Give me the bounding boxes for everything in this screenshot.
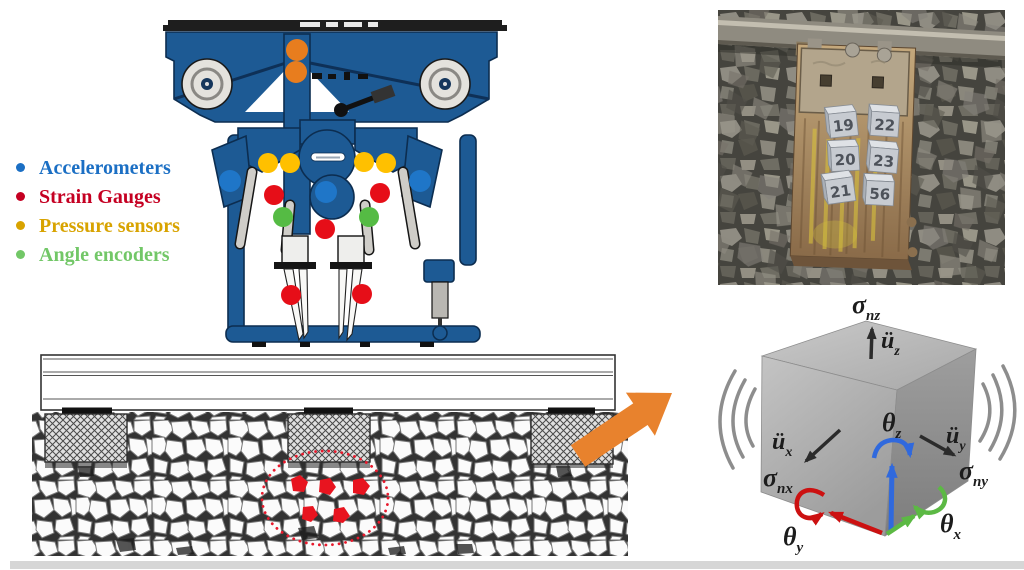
label-sigma-ny: σny (959, 456, 988, 490)
sensor-dot-pressure (376, 153, 396, 173)
label-u-x: üx (772, 429, 792, 460)
label-theta-x: θx (940, 509, 962, 543)
sensor-dot-accelerometer (315, 181, 337, 203)
subgrade-strip (10, 561, 1024, 569)
tamping-machine-illustration (163, 20, 507, 347)
track-cross-section-drawing (32, 354, 628, 556)
photo-sensor-cubes: 19 22 20 23 (820, 103, 901, 207)
sensor-dot-angle-encoder (273, 207, 293, 227)
label-u-z: üz (881, 328, 900, 359)
hydraulic-cylinder (423, 259, 455, 341)
x-axis-arrow (885, 514, 917, 536)
smart-rock (353, 478, 370, 495)
sleeper-section (287, 413, 371, 463)
theta-x-rotation-arc (912, 485, 948, 520)
sensor-cube-23: 23 (865, 139, 900, 174)
legend-item-pressure-sensors: Pressure sensors (16, 211, 180, 240)
legend-bullet-strain-gauges (16, 192, 25, 201)
rail-pad (548, 407, 595, 417)
sensor-dot-strain-gauge (281, 285, 301, 305)
cube-label: 56 (869, 185, 891, 204)
u-y-arrow (919, 434, 957, 457)
zoom-arrow-shape (570, 392, 672, 467)
machine-wheel-right (419, 58, 471, 110)
sensor-dot-pressure (280, 153, 300, 173)
legend-item-strain-gauges: Strain Gauges (16, 182, 180, 211)
sensor-cube-19: 19 (823, 104, 859, 139)
sensor-legend: Accelerometers Strain Gauges Pressure se… (16, 153, 180, 269)
theta-y-rotation-arc (794, 488, 826, 526)
instrumented-zone-ellipse (260, 449, 390, 547)
machine-sensor-dots (219, 39, 431, 305)
sensor-dot-strain-gauge (315, 219, 335, 239)
ballast-shadows (78, 466, 572, 555)
cube-label: 19 (832, 116, 855, 136)
sensor-cube-21: 21 (820, 169, 857, 205)
smart-rock-cube-diagram: σnz üz üx σnx üy σny θz θy θx (718, 290, 1017, 556)
sensor-cube-20: 20 (826, 138, 861, 172)
label-theta-y: θy (783, 522, 804, 556)
sigma-nz-arrow (866, 326, 877, 360)
smart-rock-sensors (291, 475, 370, 523)
legend-label-strain-gauges: Strain Gauges (39, 185, 161, 208)
sensor-dot-accelerometer (409, 170, 431, 192)
vibration-waves-left (718, 369, 757, 470)
sensor-dot-strain-gauge (264, 185, 284, 205)
label-u-y: üy (946, 423, 966, 454)
legend-label-accelerometers: Accelerometers (39, 156, 171, 179)
body-cutout-left (245, 66, 289, 112)
sensor-dot-orange (286, 39, 308, 61)
legend-item-accelerometers: Accelerometers (16, 153, 180, 182)
field-photo: 19 22 20 23 (718, 10, 1005, 285)
smart-rock (291, 475, 308, 492)
smart-rock (302, 506, 318, 522)
label-theta-z: θz (882, 408, 902, 442)
sensor-dot-angle-encoder (359, 207, 379, 227)
legend-bullet-pressure-sensors (16, 221, 25, 230)
legend-label-pressure-sensors: Pressure sensors (39, 214, 180, 237)
cube-label: 23 (872, 151, 894, 171)
sensor-dot-pressure (354, 152, 374, 172)
cube-label: 20 (834, 150, 856, 169)
label-sigma-nz: σnz (852, 290, 880, 324)
machine-wheel-left (181, 58, 233, 110)
rail-drawing (40, 354, 616, 411)
u-x-arrow (803, 428, 842, 463)
zoom-arrow (570, 392, 672, 467)
machine-roof (163, 20, 507, 31)
legend-label-angle-encoders: Angle encoders (39, 243, 170, 266)
sensor-cube-22: 22 (867, 103, 901, 138)
legend-bullet-angle-encoders (16, 250, 25, 259)
sensor-cube-56: 56 (862, 172, 896, 207)
photo-base-plate (798, 38, 911, 117)
sensor-dot-pressure (258, 153, 278, 173)
y-axis-arrow (828, 510, 883, 536)
photo-bolt (906, 217, 917, 228)
sensor-dot-accelerometer (219, 170, 241, 192)
smart-rock (319, 478, 336, 495)
cube-label: 22 (874, 115, 896, 134)
smart-rock (333, 507, 350, 523)
cube-label: 21 (829, 181, 852, 202)
vibration-waves-right (978, 364, 1017, 461)
theta-z-rotation-arc (871, 437, 915, 459)
sleeper-section (44, 413, 128, 463)
rail-pad (62, 407, 112, 417)
photo-bolt (907, 247, 918, 258)
rail-pad (304, 407, 353, 417)
sensor-dot-strain-gauge (370, 183, 390, 203)
sensor-dot-strain-gauge (352, 284, 372, 304)
z-axis-arrow (885, 462, 898, 532)
label-sigma-nx: σnx (763, 463, 793, 497)
legend-item-angle-encoders: Angle encoders (16, 240, 180, 269)
legend-bullet-accelerometers (16, 163, 25, 172)
sensor-dot-orange (285, 61, 307, 83)
